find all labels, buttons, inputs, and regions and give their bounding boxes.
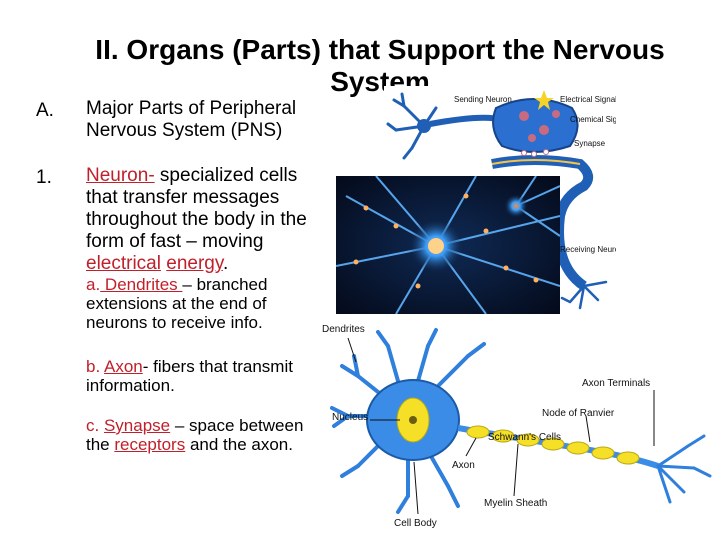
receptors-term: receptors (114, 435, 186, 454)
label-electrical-signal: Electrical Signal (560, 95, 616, 104)
neuron-diagram: Dendrites Nucleus Axon Terminals Node of… (318, 316, 714, 536)
neurotransmitters (521, 149, 549, 157)
label-chemical-signal: Chemical Signal (570, 115, 616, 124)
label-axon-terminals: Axon Terminals (582, 378, 650, 389)
sub-b-text: b. Axon- fibers that transmit informatio… (86, 357, 321, 395)
item-a-marker: A. (36, 100, 54, 121)
sub-a-marker: a. (86, 275, 101, 294)
axon-terminal (492, 98, 579, 153)
sub-a-text: a. Dendrites – branched extensions at th… (86, 275, 306, 332)
energy-word: energy (166, 253, 223, 274)
sending-cell-body (417, 119, 431, 133)
neuron-definition: specialized cells that transfer messages… (86, 165, 307, 252)
sub-c-text: c. Synapse – space between the receptors… (86, 416, 326, 454)
synapse-definition: – space between the (86, 416, 304, 454)
synapse-definition-end: and the axon. (185, 435, 293, 454)
label-synapse: Synapse (574, 139, 606, 148)
item-1-marker: 1. (36, 167, 52, 188)
dendrites-term: Dendrites (100, 275, 183, 294)
axon-definition: - fibers that transmit information. (86, 357, 293, 395)
sub-c-marker: c. (86, 416, 100, 435)
axon-terminals (656, 434, 712, 504)
neuron-photo (336, 176, 560, 314)
label-sending-neuron: Sending Neuron (454, 95, 512, 104)
label-dendrites: Dendrites (322, 324, 365, 335)
label-schwanns-cells: Schwann's Cells (488, 432, 561, 443)
item-1-period: . (222, 253, 229, 274)
electrical-spark (534, 90, 554, 110)
sending-dendrites (386, 92, 438, 160)
electrical-word: electrical (86, 253, 161, 274)
receiving-dendrites (560, 280, 608, 310)
vesicles (519, 110, 560, 142)
neuron-term: Neuron- (86, 165, 155, 186)
label-nucleus: Nucleus (332, 412, 368, 423)
synapse-term: Synapse (103, 416, 171, 435)
label-myelin-sheath: Myelin Sheath (484, 498, 547, 509)
label-axon: Axon (452, 460, 475, 471)
label-cell-body: Cell Body (394, 518, 437, 529)
axon-term: Axon (103, 357, 143, 376)
sub-b-marker: b. (86, 357, 101, 376)
label-node-of-ranvier: Node of Ranvier (542, 408, 615, 419)
item-1-text: Neuron- specialized cells that transfer … (86, 165, 331, 275)
myelin-sheath (466, 425, 640, 465)
item-a-text: Major Parts of Peripheral Nervous System… (86, 98, 297, 141)
label-receiving-neuron: Receiving Neuron (560, 245, 616, 254)
dendrites-definition: – branched extensions at the end of neur… (86, 275, 268, 332)
slide-title: II. Organs (Parts) that Support the Nerv… (95, 34, 665, 97)
pointer-arrows (347, 337, 655, 515)
